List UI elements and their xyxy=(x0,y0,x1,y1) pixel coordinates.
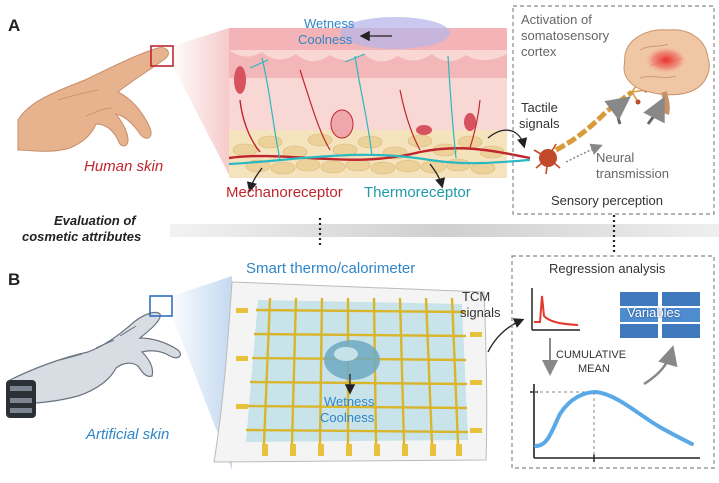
zoom-wedge-a xyxy=(173,28,229,175)
tcm-signals-line2: signals xyxy=(460,305,501,320)
thermoreceptor-label: Thermoreceptor xyxy=(364,184,471,201)
mechanoreceptor-label: Mechanoreceptor xyxy=(226,184,343,201)
artificial-skin-label: Artificial skin xyxy=(86,426,170,443)
wetness-label-a: Wetness xyxy=(304,16,355,31)
robot-hand-icon xyxy=(6,311,182,418)
brain-icon xyxy=(623,29,710,115)
tcm-signal-plot xyxy=(531,288,580,331)
mechanoreceptor-arrow xyxy=(246,167,263,193)
variables-label: Variables xyxy=(627,305,681,320)
skin-cross-section-illustration xyxy=(228,17,531,178)
regression-curve-plot xyxy=(530,384,700,462)
tactile-arrow xyxy=(487,129,528,149)
tcm-arrow xyxy=(487,318,525,353)
coolness-label-b: Coolness xyxy=(320,410,375,425)
regression-box xyxy=(511,255,715,469)
activation-line1: Activation of xyxy=(521,12,592,27)
evaluation-line2: cosmetic attributes xyxy=(22,229,142,244)
divider-bar xyxy=(170,224,719,237)
tcm-signals-line1: TCM xyxy=(462,289,491,304)
human-hand-icon xyxy=(17,47,169,152)
tactile-signals-line1: Tactile xyxy=(521,100,558,115)
sensor-grid-illustration xyxy=(213,281,488,463)
coolness-label-a: Coolness xyxy=(298,32,353,47)
cumulative-mean-line1: CUMULATIVE xyxy=(556,349,627,361)
human-skin-label: Human skin xyxy=(84,158,164,175)
sensory-perception-label: Sensory perception xyxy=(551,193,664,208)
sensory-perception-box xyxy=(512,5,715,215)
signal-arrow-left xyxy=(604,96,631,125)
wetness-label-b: Wetness xyxy=(324,394,375,409)
panel-b-letter: B xyxy=(8,270,21,289)
smart-thermo-calorimeter-title: Smart thermo/calorimeter xyxy=(246,260,416,277)
signal-arrow-right xyxy=(643,96,665,125)
tactile-signals-line2: signals xyxy=(519,116,560,131)
thermoreceptor-arrow xyxy=(429,163,446,189)
neural-transmission-line1: Neural xyxy=(596,150,635,165)
regression-analysis-label: Regression analysis xyxy=(549,261,666,276)
neural-transmission-line2: transmission xyxy=(596,166,669,181)
panel-a-letter: A xyxy=(8,16,21,35)
neural-arrow xyxy=(565,143,603,163)
zoom-wedge-b xyxy=(172,276,232,470)
activation-line2: somatosensory xyxy=(521,28,610,43)
regression-return-arrow xyxy=(643,345,678,386)
activation-line3: cortex xyxy=(521,44,557,59)
evaluation-line1: Evaluation of xyxy=(54,213,136,228)
variables-block xyxy=(620,292,700,338)
cumulative-mean-line2: MEAN xyxy=(578,363,610,375)
